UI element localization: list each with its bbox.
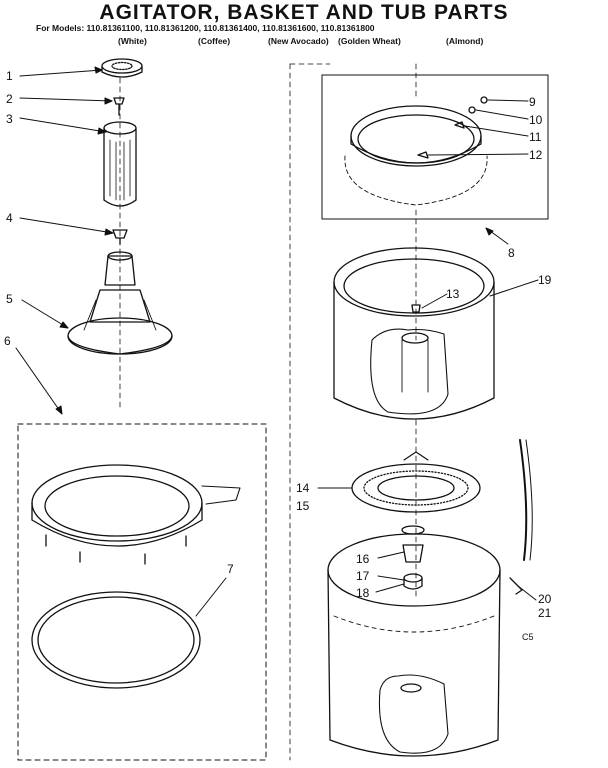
balance-ring — [344, 96, 488, 206]
part-number-label: 3 — [6, 112, 13, 126]
part-number-label: 6 — [4, 334, 11, 348]
part-number-label: 5 — [6, 292, 13, 306]
tub-ring — [31, 464, 241, 565]
part-number-label: 20 — [538, 592, 552, 606]
color-label: (Golden Wheat) — [338, 36, 401, 46]
corner-code: C5 — [522, 632, 534, 642]
part-number-label: 12 — [529, 148, 543, 162]
part-group-box — [321, 74, 549, 220]
color-label: (White) — [118, 36, 147, 46]
model-number: 110.81361200, — [144, 23, 201, 33]
part-number-label: 14 — [296, 481, 310, 495]
part-number-label: 9 — [529, 95, 536, 109]
drain-hose — [509, 439, 533, 595]
agitator-base — [67, 251, 173, 355]
models-label: For Models: — [36, 23, 85, 33]
diagram-title: AGITATOR, BASKET AND TUB PARTS — [99, 1, 509, 24]
model-number: 110.81361600, — [262, 23, 319, 33]
models-line: For Models: 110.81361100, 110.81361200, … — [36, 23, 375, 33]
part-number-label: 16 — [356, 552, 370, 566]
agitator-dog — [112, 229, 128, 245]
agitator-barrel — [103, 121, 137, 207]
tub-ring-gasket — [31, 591, 201, 689]
agitator-cap — [101, 58, 143, 78]
part-number-label: 1 — [6, 69, 13, 83]
color-label: (Almond) — [446, 36, 484, 46]
diagram-header: AGITATOR, BASKET AND TUB PARTS — [0, 0, 608, 25]
model-number: 110.81361100, — [86, 23, 143, 33]
part-number-label: 11 — [529, 130, 542, 144]
color-label: (New Avocado) — [268, 36, 329, 46]
part-number-label: 4 — [6, 211, 13, 225]
part-labels: 1 2 3 4 5 6 7 8 9 10 11 12 13 14 15 16 1… — [4, 69, 552, 642]
part-number-label: 19 — [538, 273, 552, 287]
part-group-box — [17, 423, 267, 761]
color-label: (Coffee) — [198, 36, 231, 46]
model-number: 110.81361400, — [203, 23, 260, 33]
model-number: 110.81361800 — [320, 23, 375, 33]
part-number-label: 17 — [356, 569, 370, 583]
part-number-label: 10 — [529, 113, 543, 127]
part-number-label: 7 — [227, 562, 234, 576]
part-number-label: 13 — [446, 287, 460, 301]
hub-seal-parts — [401, 525, 425, 590]
cap-screw — [113, 97, 125, 116]
part-number-label: 15 — [296, 499, 310, 513]
wash-basket — [333, 247, 495, 420]
part-number-label: 2 — [6, 92, 13, 106]
part-number-label: 8 — [508, 246, 515, 260]
outer-tub — [327, 533, 501, 757]
part-number-label: 21 — [538, 606, 552, 620]
leader-lines — [15, 66, 539, 617]
part-number-label: 18 — [356, 586, 370, 600]
